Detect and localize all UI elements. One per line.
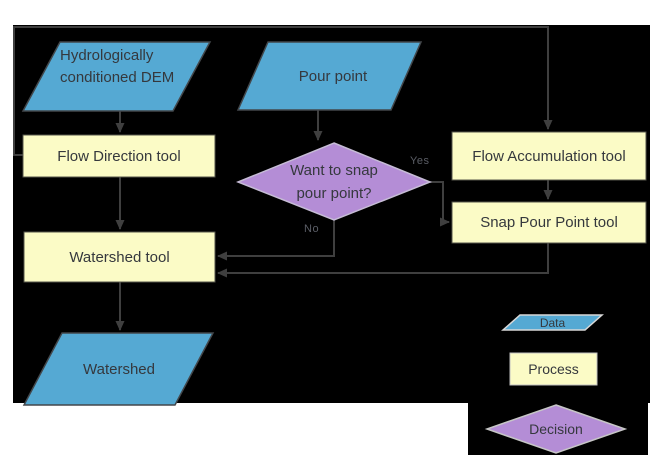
legend-data-shape [501, 314, 604, 331]
edge-label-no: No [304, 223, 320, 235]
dem-node-label: Hydrologically conditioned DEM [60, 47, 175, 86]
flow-accumulation-node-shape [451, 131, 647, 181]
watershed-node-shape [22, 332, 215, 406]
watershed-node-label: Watershed [83, 360, 155, 378]
flow-accumulation-node-label: Flow Accumulation tool [472, 147, 626, 165]
pour-point-node-shape [236, 41, 423, 111]
snap-decision-node-label: Want to snap pour point? [290, 162, 378, 202]
legend-process-label: Process [528, 361, 579, 377]
pour-point-node-label: Pour point [298, 67, 368, 85]
edge-label-yes: Yes [410, 155, 430, 167]
connector-snappourpoint-to-watershedtool [217, 243, 549, 278]
snap-decision-node-shape [235, 142, 433, 221]
watershed-tool-node-shape [23, 231, 216, 283]
flow-direction-node-shape [22, 134, 216, 178]
snap-pour-point-node-shape [451, 201, 647, 244]
connector-decision-yes-to-snappourpoint [430, 181, 450, 227]
watershed-tool-node-label: Watershed tool [69, 248, 170, 266]
legend-data-label: Data [539, 315, 566, 330]
flow-direction-node-label: Flow Direction tool [57, 147, 181, 165]
snap-pour-point-node-label: Snap Pour Point tool [480, 214, 618, 231]
dem-node-shape [21, 41, 212, 112]
connector-decision-no-to-watershedtool [217, 220, 335, 261]
connector-flowdirection-to-flowaccumulation [13, 26, 553, 156]
legend-decision-label: Decision [529, 421, 583, 437]
legend-decision-shape [484, 404, 628, 454]
legend-process-shape [509, 352, 598, 386]
